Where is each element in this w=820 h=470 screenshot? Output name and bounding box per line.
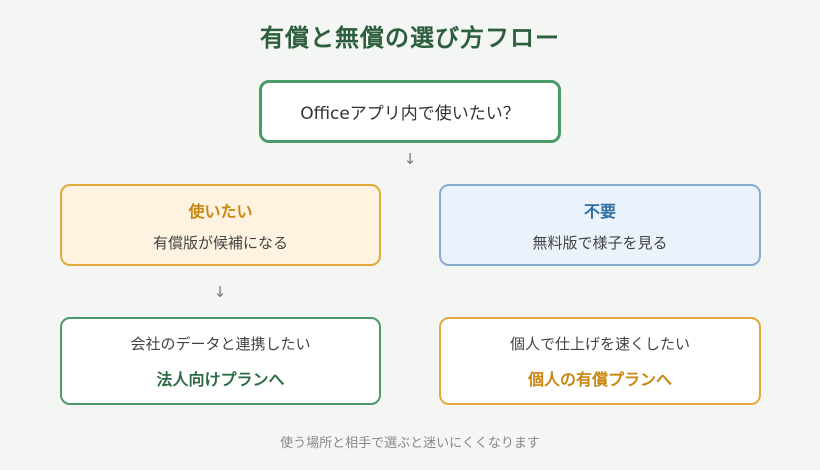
yes-heading: 使いたい (188, 201, 253, 221)
personal-node: 個人で仕上げを速くしたい 個人の有償プランへ (439, 317, 761, 405)
personal-result: 個人の有償プランへ (527, 369, 672, 389)
corporate-node: 会社のデータと連携したい 法人向けプランへ (60, 317, 381, 405)
question-node: Officeアプリ内で使いたい？ (259, 80, 561, 143)
page-title: 有償と無償の選び方フロー (260, 24, 560, 52)
footer-note: 使う場所と相手で選ぶと迷いにくくなります (280, 436, 540, 451)
arrow-down-icon: ↓ (403, 150, 417, 168)
yes-description: 有償版が候補になる (152, 233, 288, 252)
question-text: Officeアプリ内で使いたい？ (300, 104, 520, 124)
corporate-condition: 会社のデータと連携したい (130, 334, 311, 353)
arrow-down-icon: ↓ (213, 283, 227, 301)
personal-condition: 個人で仕上げを速くしたい (509, 334, 690, 353)
no-heading: 不要 (583, 201, 616, 221)
corporate-result: 法人向けプランへ (156, 369, 285, 389)
no-node: 不要 無料版で様子を見る (439, 184, 761, 266)
yes-node: 使いたい 有償版が候補になる (60, 184, 381, 266)
no-description: 無料版で様子を見る (532, 233, 668, 252)
